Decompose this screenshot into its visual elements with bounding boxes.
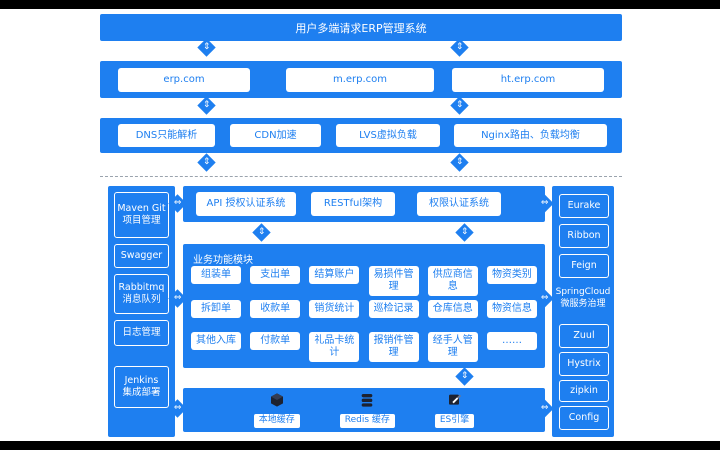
top-banner: 用户多端请求ERP管理系统 [100,14,622,41]
up-down-arrow-icon: ⇕ [455,156,464,167]
cache-item-label: 本地缓存 [253,414,300,428]
module-item: 经手人管理 [427,332,478,362]
sidebar-item-feign: Feign [559,254,609,278]
module-row: 组装单支出单结算账户易损件管理供应商信息物资类别 [191,266,537,296]
connector-diamond: ⇕ [455,223,474,242]
letterbox-top [0,0,720,9]
module-item: 其他入库 [191,332,241,350]
cache-item-label: Redis 缓存 [339,414,395,428]
sidebar-item-ribbon: Ribbon [559,224,609,248]
sidebar-item-zipkin: zipkin [559,380,609,402]
gateway-node-lvs: LVS虚拟负载 [336,124,440,147]
left-right-arrow-icon: ⇔ [173,197,182,208]
left-right-arrow-icon: ⇔ [540,402,549,413]
connector-diamond: ⇕ [197,96,216,115]
domain-node-m-erp: m.erp.com [286,68,434,92]
sidebar-item-logging: 日志管理 [114,320,169,346]
left-right-arrow-icon: ⇔ [540,197,549,208]
left-right-arrow-icon: ⇔ [540,292,549,303]
sidebar-item-swagger: Swagger [114,244,169,268]
gateway-bar: DNS只能解析 CDN加速 LVS虚拟负载 Nginx路由、负载均衡 [100,118,622,153]
gateway-node-nginx: Nginx路由、负载均衡 [454,124,607,147]
left-right-arrow-icon: ⇔ [173,402,182,413]
connector-diamond: ⇕ [197,153,216,172]
up-down-arrow-icon: ⇕ [455,41,464,52]
connector-diamond: ⇕ [197,38,216,57]
sidebar-item-zuul: Zuul [559,324,609,348]
module-item: 巡检记录 [368,300,419,318]
auth-node-restful: RESTful架构 [311,192,395,216]
module-item: …… [486,332,537,350]
domain-node-ht-erp: ht.erp.com [452,68,604,92]
cube-icon [269,392,285,412]
module-item: 组装单 [191,266,241,284]
cache-item-local: 本地缓存 [253,392,300,428]
up-down-arrow-icon: ⇕ [455,99,464,110]
right-sidebar: Eurake Ribbon Feign SpringCloud 微服务治理 Zu… [552,186,614,437]
auth-node-permission: 权限认证系统 [417,192,501,216]
section-divider [100,176,622,177]
up-down-arrow-icon: ⇕ [202,156,211,167]
left-right-arrow-icon: ⇔ [173,292,182,303]
gateway-node-cdn: CDN加速 [230,124,321,147]
connector-diamond: ⇕ [450,38,469,57]
es-engine-icon [447,392,463,412]
business-modules-title: 业务功能模块 [193,255,253,266]
module-item: 收款单 [250,300,301,318]
up-down-arrow-icon: ⇕ [460,226,469,237]
springcloud-group-label: SpringCloud 微服务治理 [555,287,611,310]
module-item: 拆卸单 [191,300,241,318]
up-down-arrow-icon: ⇕ [257,226,266,237]
cache-item-label: ES引擎 [434,414,475,428]
module-item: 付款单 [250,332,301,350]
up-down-arrow-icon: ⇕ [460,370,469,381]
cache-item-es: ES引擎 [434,392,475,428]
up-down-arrow-icon: ⇕ [202,99,211,110]
module-item: 物资信息 [486,300,537,318]
sidebar-item-eurake: Eurake [559,194,609,218]
sidebar-item-rabbitmq: Rabbitmq 消息队列 [114,274,169,314]
connector-diamond: ⇕ [450,96,469,115]
module-row: 拆卸单收款单销货统计巡检记录仓库信息物资信息 [191,300,537,318]
domain-bar: erp.com m.erp.com ht.erp.com [100,61,622,98]
module-item: 易损件管理 [368,266,419,296]
module-item: 结算账户 [309,266,360,284]
letterbox-bottom [0,441,720,450]
connector-diamond: ⇕ [252,223,271,242]
auth-node-api: API 授权认证系统 [196,192,296,216]
cache-item-redis: Redis 缓存 [339,392,395,428]
connector-diamond: ⇕ [450,153,469,172]
module-item: 礼品卡统计 [309,332,360,362]
module-item: 供应商信息 [427,266,478,296]
business-modules-panel: 业务功能模块 组装单支出单结算账户易损件管理供应商信息物资类别 拆卸单收款单销货… [183,244,545,368]
sidebar-item-hystrix: Hystrix [559,352,609,376]
database-icon [359,392,375,412]
sidebar-item-config: Config [559,406,609,430]
module-item: 报销件管理 [368,332,419,362]
sidebar-item-maven-git: Maven Git 项目管理 [114,192,169,238]
domain-node-erp: erp.com [118,68,250,92]
left-sidebar: Maven Git 项目管理 Swagger Rabbitmq 消息队列 日志管… [108,186,175,437]
module-item: 支出单 [250,266,301,284]
top-banner-title: 用户多端请求ERP管理系统 [295,21,427,35]
connector-diamond: ⇕ [455,367,474,386]
auth-bar: API 授权认证系统 RESTful架构 权限认证系统 [183,186,545,222]
module-item: 物资类别 [486,266,537,284]
up-down-arrow-icon: ⇕ [202,41,211,52]
module-item: 销货统计 [309,300,360,318]
gateway-node-dns: DNS只能解析 [118,124,215,147]
cache-bar: 本地缓存 Redis 缓存 ES引擎 [183,388,545,432]
module-row: 其他入库付款单礼品卡统计报销件管理经手人管理 …… [191,332,537,362]
module-item: 仓库信息 [427,300,478,318]
sidebar-item-jenkins: Jenkins 集成部署 [114,366,169,408]
